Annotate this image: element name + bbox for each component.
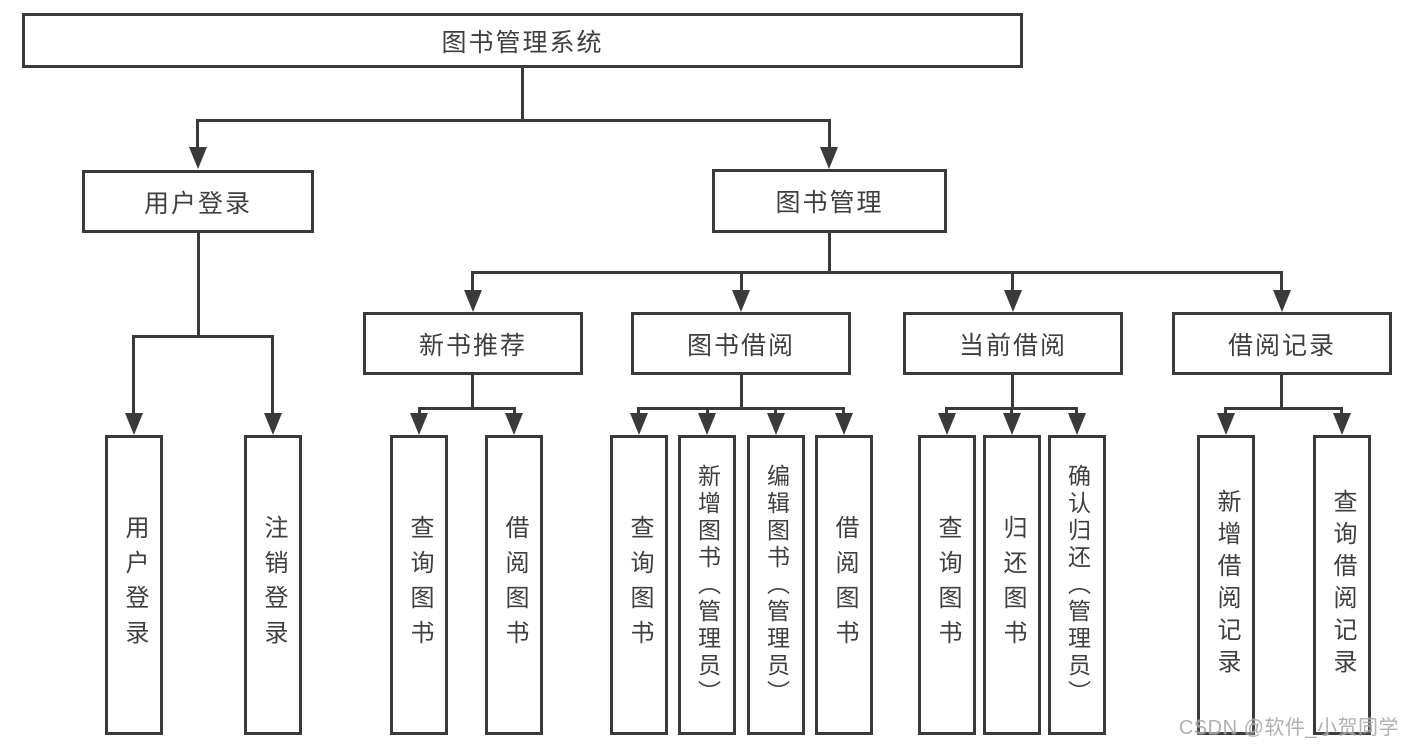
- leaf-br-add-record-label: 新增借阅记录: [1213, 489, 1240, 681]
- arrowhead: [630, 413, 648, 435]
- leaf-cb-return-books-label: 归还图书: [999, 515, 1026, 655]
- arrowhead: [1217, 413, 1235, 435]
- node-user-login: 用户登录: [82, 170, 314, 233]
- arrowhead: [1333, 413, 1351, 435]
- arrowhead: [125, 413, 143, 435]
- node-book-management-label: 图书管理: [775, 189, 884, 217]
- leaf-bb-borrow-books-label: 借阅图书: [831, 515, 858, 655]
- arrowhead: [698, 413, 716, 435]
- arrowhead: [1068, 413, 1086, 435]
- connector-borrow-records-stem: [1280, 375, 1283, 407]
- leaf-bb-edit-books-admin: 编辑图书（管理员）: [747, 435, 805, 735]
- node-current-borrow-label: 当前借阅: [958, 331, 1067, 360]
- arrowhead: [189, 147, 207, 169]
- leaf-cb-return-books: 归还图书: [983, 435, 1041, 735]
- connector-user-login-branch: [132, 335, 274, 338]
- connector-book-mgmt-branch: [471, 271, 1282, 274]
- node-user-login-label: 用户登录: [143, 189, 252, 218]
- arrow-shaft: [132, 335, 135, 413]
- arrowhead: [410, 413, 428, 435]
- arrow-shaft: [1224, 407, 1227, 415]
- arrowhead: [767, 413, 785, 435]
- arrow-shaft: [196, 119, 199, 147]
- node-book-management: 图书管理: [712, 169, 947, 233]
- leaf-logout: 注销登录: [244, 435, 302, 735]
- arrowhead: [1273, 290, 1291, 312]
- node-borrow-records: 借阅记录: [1172, 312, 1392, 375]
- connector-book-mgmt-stem: [828, 233, 831, 271]
- arrow-shaft: [842, 407, 845, 415]
- leaf-nb-borrow-books: 借阅图书: [485, 435, 543, 735]
- arrowhead: [1003, 413, 1021, 435]
- arrowhead: [732, 290, 750, 312]
- arrow-shaft: [945, 407, 948, 415]
- arrow-shaft: [1011, 271, 1014, 290]
- arrowhead: [938, 413, 956, 435]
- connector-user-login-stem: [197, 233, 200, 335]
- leaf-br-query-record-label: 查询借阅记录: [1329, 489, 1356, 681]
- node-new-book-recommend: 新书推荐: [363, 312, 583, 375]
- arrow-shaft: [740, 271, 743, 290]
- leaf-user-login: 用户登录: [105, 435, 163, 735]
- connector-new-book-branch: [418, 407, 515, 410]
- arrow-shaft: [1340, 407, 1343, 415]
- arrow-shaft: [706, 407, 709, 415]
- arrow-shaft: [828, 119, 831, 147]
- leaf-cb-query-books-label: 查询图书: [934, 515, 961, 655]
- node-book-borrow-label: 图书借阅: [686, 331, 795, 360]
- arrowhead: [464, 290, 482, 312]
- connector-current-borrow-stem: [1011, 375, 1014, 407]
- leaf-nb-borrow-books-label: 借阅图书: [501, 515, 528, 655]
- leaf-nb-query-books-label: 查询图书: [406, 515, 433, 655]
- arrow-shaft: [774, 407, 777, 415]
- node-book-borrow: 图书借阅: [631, 312, 851, 375]
- arrow-shaft: [1280, 271, 1283, 290]
- leaf-user-login-label: 用户登录: [121, 515, 148, 655]
- connector-borrow-records-branch: [1226, 407, 1342, 410]
- leaf-br-add-record: 新增借阅记录: [1197, 435, 1255, 735]
- leaf-bb-add-books-admin-label: 新增图书（管理员）: [694, 463, 721, 707]
- leaf-bb-query-books-label: 查询图书: [626, 515, 653, 655]
- arrow-shaft: [471, 271, 474, 290]
- leaf-cb-confirm-return-admin: 确认归还（管理员）: [1048, 435, 1106, 735]
- node-new-book-recommend-label: 新书推荐: [418, 331, 527, 360]
- connector-new-book-stem: [471, 375, 474, 407]
- arrow-shaft: [418, 407, 421, 415]
- arrow-shaft: [513, 407, 516, 415]
- connector-root-stem: [521, 68, 524, 119]
- connector-book-borrow-branch: [637, 407, 845, 410]
- arrowhead: [1004, 290, 1022, 312]
- arrow-shaft: [1010, 407, 1013, 415]
- arrowhead: [835, 413, 853, 435]
- leaf-cb-query-books: 查询图书: [918, 435, 976, 735]
- arrow-shaft: [271, 335, 274, 413]
- node-root-label: 图书管理系统: [441, 28, 604, 57]
- arrowhead: [264, 413, 282, 435]
- leaf-nb-query-books: 查询图书: [390, 435, 448, 735]
- watermark: CSDN @软件_小贺同学: [1178, 717, 1399, 739]
- connector-book-borrow-stem: [740, 375, 743, 407]
- node-borrow-records-label: 借阅记录: [1227, 331, 1336, 360]
- node-root: 图书管理系统: [22, 13, 1023, 68]
- arrowhead: [505, 413, 523, 435]
- arrowhead: [820, 147, 838, 169]
- node-current-borrow: 当前借阅: [903, 312, 1123, 375]
- arrow-shaft: [637, 407, 640, 415]
- leaf-logout-label: 注销登录: [260, 515, 287, 655]
- connector-root-branch: [196, 119, 831, 122]
- leaf-bb-add-books-admin: 新增图书（管理员）: [678, 435, 736, 735]
- leaf-cb-confirm-return-admin-label: 确认归还（管理员）: [1064, 463, 1091, 707]
- leaf-bb-borrow-books: 借阅图书: [815, 435, 873, 735]
- arrow-shaft: [1075, 407, 1078, 415]
- leaf-bb-query-books: 查询图书: [610, 435, 668, 735]
- leaf-br-query-record: 查询借阅记录: [1313, 435, 1371, 735]
- leaf-bb-edit-books-admin-label: 编辑图书（管理员）: [763, 463, 790, 707]
